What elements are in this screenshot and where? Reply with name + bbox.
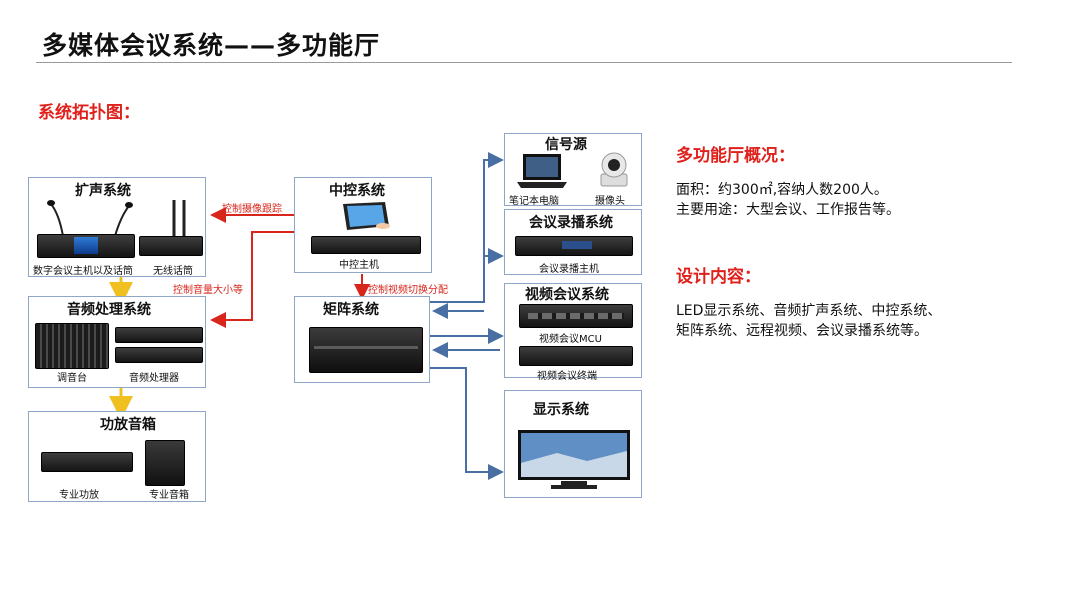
arrow-volume-control [210, 231, 294, 328]
recording-box: 会议录播系统 会议录播主机 [504, 209, 642, 275]
arrow-matrix-to-display [430, 367, 504, 480]
amplifier-device [41, 452, 133, 472]
amplifier-label: 专业功放 [59, 490, 99, 501]
speaker-device [145, 440, 185, 486]
recording-host-device [515, 236, 633, 256]
mcu-label: 视频会议MCU [539, 334, 602, 345]
central-control-title: 中控系统 [329, 183, 385, 199]
wireless-receiver-device [139, 236, 203, 256]
amp-speaker-title: 功放音箱 [100, 417, 156, 433]
pa-device2-label: 无线话筒 [153, 266, 193, 277]
display-title: 显示系统 [533, 402, 589, 418]
central-control-box: 中控系统 中控主机 [294, 177, 432, 273]
audio-processor-device-2 [115, 347, 203, 363]
page-title: 多媒体会议系统——多功能厅 [42, 31, 381, 60]
laptop-label: 笔记本电脑 [509, 196, 559, 207]
pa-device1-label: 数字会议主机以及话筒 [33, 266, 133, 277]
video-conference-title: 视频会议系统 [525, 287, 609, 303]
overview-heading: 多功能厅概况： [676, 146, 795, 166]
overview-area: 面积：约300㎡,容纳人数200人。 [676, 182, 888, 198]
signal-source-box: 信号源 笔记本电脑 摄像头 [504, 133, 642, 207]
design-line-2: 矩阵系统、远程视频、会议录播系统等。 [676, 323, 928, 339]
camera-label: 摄像头 [595, 196, 625, 207]
arrow-matrix-to-source [430, 152, 504, 303]
vc-terminal-device [519, 346, 633, 366]
signal-source-title: 信号源 [545, 137, 587, 153]
processor-label: 音频处理器 [129, 373, 179, 384]
design-heading: 设计内容： [676, 267, 761, 287]
overview-usage: 主要用途：大型会议、工作报告等。 [676, 202, 900, 218]
topology-label: 系统拓扑图： [38, 103, 140, 123]
camera-tracking-label: 控制摄像跟踪 [222, 204, 282, 215]
amp-speaker-box: 功放音箱 专业功放 专业音箱 [28, 411, 206, 502]
pa-system-title: 扩声系统 [75, 183, 131, 199]
central-host-device [311, 236, 421, 254]
recording-title: 会议录播系统 [529, 215, 613, 231]
video-switch-label: 控制视频切换分配 [368, 285, 448, 296]
pa-system-box: 扩声系统 数字会议主机以及话筒 无线话筒 [28, 177, 206, 277]
matrix-title: 矩阵系统 [323, 302, 379, 318]
volume-control-label: 控制音量大小等 [173, 285, 243, 296]
audio-processing-box: 音频处理系统 调音台 音频处理器 [28, 296, 206, 388]
audio-processing-title: 音频处理系统 [67, 302, 151, 318]
speaker-label: 专业音箱 [149, 490, 189, 501]
display-box: 显示系统 [504, 390, 642, 498]
video-conference-box: 视频会议系统 视频会议MCU 视频会议终端 [504, 283, 642, 382]
mixer-label: 调音台 [57, 373, 87, 384]
matrix-box: 矩阵系统 [294, 296, 430, 383]
vc-terminal-label: 视频会议终端 [537, 371, 597, 382]
mixer-device [35, 323, 109, 369]
matrix-device [309, 327, 423, 373]
design-line-1: LED显示系统、音频扩声系统、中控系统、 [676, 303, 942, 319]
title-divider [36, 62, 1012, 63]
mcu-device [519, 304, 633, 328]
conference-host-device [37, 234, 135, 258]
central-host-label: 中控主机 [339, 260, 379, 271]
audio-processor-device-1 [115, 327, 203, 343]
recording-host-label: 会议录播主机 [539, 264, 599, 275]
